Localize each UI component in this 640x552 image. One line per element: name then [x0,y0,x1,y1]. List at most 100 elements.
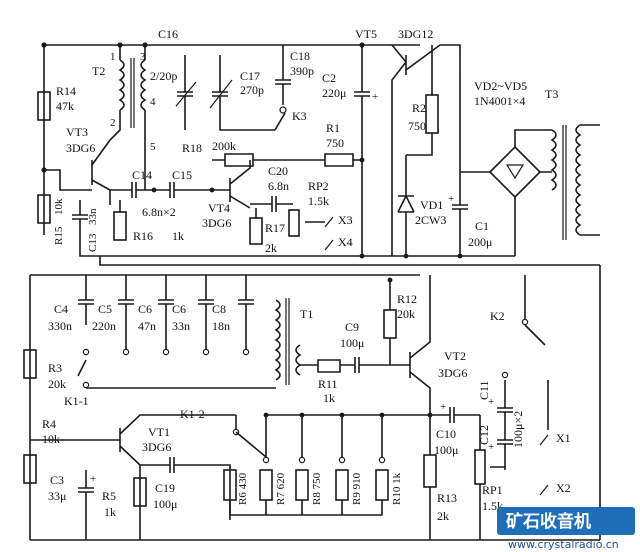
r11-resistor: R11 1k [300,359,355,405]
svg-text:C11: C11 [477,380,491,400]
svg-text:200k: 200k [212,139,236,153]
c3-capacitor: C3 33μ + [48,470,96,540]
svg-text:VD1: VD1 [420,198,443,212]
svg-text:R15: R15 [53,226,65,245]
svg-text:R2: R2 [412,101,426,115]
r13-resistor: R13 2k [423,415,457,540]
c14-c15-capacitors: C14 C15 6.8n×2 [110,168,215,219]
svg-text:390p: 390p [290,64,314,78]
svg-text:C8: C8 [212,302,226,316]
svg-text:C19: C19 [155,481,175,495]
svg-text:270p: 270p [240,83,264,97]
svg-text:C9: C9 [345,320,359,334]
range-resistors: R6 430 R7 620 R8 750 R9 910 R10 1k [223,431,403,516]
vt5-transistor: VT5 3DG12 [355,27,461,256]
k2-switch: K2 [490,275,546,379]
svg-text:1k: 1k [104,505,116,519]
k3-switch: K3 [274,106,307,131]
svg-text:6.8n: 6.8n [268,179,289,193]
bridge-rectifier: VD2~VD5 1N4001×4 [460,79,552,256]
svg-text:VT3: VT3 [66,125,88,139]
r4-resistor: R4 10k [23,417,120,484]
svg-text:C6: C6 [172,302,186,316]
svg-text:R1: R1 [326,121,340,135]
svg-text:2: 2 [110,117,116,129]
svg-text:750: 750 [408,119,426,133]
svg-text:R14: R14 [56,84,76,98]
svg-text:100μ×2: 100μ×2 [511,411,525,448]
svg-text:3DG6: 3DG6 [66,141,95,155]
c2-capacitor: C2 220μ + [322,45,378,256]
svg-text:+: + [372,91,378,103]
r17-resistor: R17 2k [249,208,285,255]
c20-capacitor: C20 6.8n [250,164,293,212]
svg-text:10k: 10k [42,432,60,446]
svg-text:2/20p: 2/20p [150,69,177,83]
svg-text:+: + [448,193,454,205]
svg-text:R16: R16 [133,229,153,243]
svg-text:X3: X3 [338,213,353,227]
vd1-zener-diode: VD1 2CW3 [397,155,446,256]
svg-text:+: + [90,473,96,485]
svg-text:C5: C5 [98,302,112,316]
svg-text:K2: K2 [490,309,505,323]
svg-text:VT2: VT2 [444,349,466,363]
t2-transformer: T2 1 2 3 4 5 [92,45,156,190]
svg-text:C12: C12 [477,425,491,445]
svg-text:3DG6: 3DG6 [202,216,231,230]
svg-text:R17: R17 [265,221,285,235]
svg-text:220n: 220n [92,319,116,333]
svg-text:4: 4 [150,96,156,108]
svg-text:1k: 1k [172,229,184,243]
svg-text:C1: C1 [475,219,489,233]
svg-text:X4: X4 [338,235,353,249]
svg-text:R8 750: R8 750 [311,472,323,505]
svg-text:K3: K3 [292,109,307,123]
svg-text:C4: C4 [54,302,68,316]
r2-resistor: R2 750 [406,45,439,156]
svg-text:X1: X1 [556,431,571,445]
svg-text:VT4: VT4 [208,201,230,215]
svg-text:C3: C3 [50,473,64,487]
capacitor-bank: C4 330n C5 220n C6 47n C6 33n C8 18n [48,275,276,389]
c17-variable-capacitor: C17 270p [209,55,275,131]
svg-text:1: 1 [110,51,116,63]
svg-text:100μ: 100μ [340,336,364,350]
svg-text:R4: R4 [42,417,56,431]
svg-text:C17: C17 [240,69,260,83]
svg-text:33μ: 33μ [48,489,66,503]
svg-text:C15: C15 [172,168,192,182]
svg-text:2CW3: 2CW3 [415,213,446,227]
svg-text:10k: 10k [53,198,65,215]
svg-text:R18: R18 [182,141,202,155]
svg-text:T1: T1 [300,307,313,321]
svg-text:VD2~VD5: VD2~VD5 [474,79,527,93]
svg-text:C18: C18 [290,49,310,63]
c11-c12-capacitors: + + C11 C12 100μ×2 [477,380,525,470]
svg-text:C10: C10 [436,427,456,441]
svg-text:1k: 1k [323,391,335,405]
rp2-potentiometer: RP2 1.5k X3 X4 [288,179,353,251]
c13-capacitor: 33n C13 [72,200,99,252]
c19-capacitor: C19 100μ [153,481,177,511]
vt1-transistor: VT1 3DG6 [119,414,236,540]
r5-resistor: R5 1k [102,477,147,519]
svg-text:750: 750 [326,136,344,150]
c10-capacitor: + C10 100μ [430,401,480,457]
r16-resistor: R16 1k [113,200,184,243]
svg-text:C13: C13 [87,233,99,252]
svg-text:C6: C6 [138,302,152,316]
svg-text:C16: C16 [158,27,178,41]
r12-resistor: R12 20k [383,277,417,365]
svg-text:47n: 47n [138,319,156,333]
svg-text:R7 620: R7 620 [275,472,287,505]
r14-resistor: R14 47k [37,84,76,121]
svg-text:RP2: RP2 [308,179,329,193]
vt3-transistor: VT3 3DG6 [44,125,111,205]
svg-text:R10 1k: R10 1k [391,472,403,505]
svg-text:+: + [488,441,494,453]
svg-text:C20: C20 [268,164,288,178]
lower-oscillator-section: C4 330n C5 220n C6 47n C6 33n C8 18n K1-… [23,265,601,541]
svg-text:330n: 330n [48,319,72,333]
